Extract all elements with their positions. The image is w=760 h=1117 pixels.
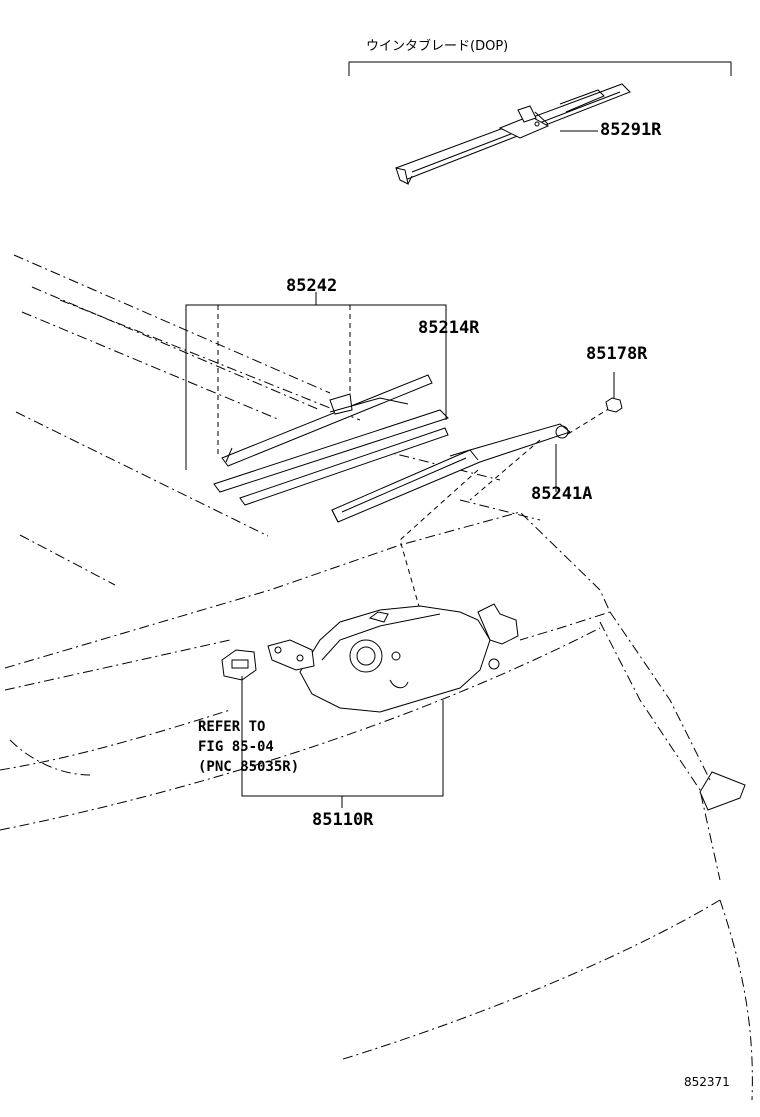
body-line-1 <box>13 254 331 394</box>
body-line-3 <box>21 311 281 421</box>
pillar-line <box>599 621 721 881</box>
winter-blade-85291R <box>395 83 631 185</box>
wiper-motor-85110R <box>267 603 519 713</box>
arm-pivot-dash <box>567 407 611 435</box>
callout-85178R[interactable]: 85178R <box>586 344 648 364</box>
glass-lower-edge <box>4 511 611 669</box>
lower-panel-2 <box>719 899 753 1101</box>
body-curve-1 <box>0 709 231 771</box>
pillar-line-2 <box>609 611 711 781</box>
body-line-5 <box>15 411 269 537</box>
header-bracket <box>348 61 732 76</box>
body-line-8 <box>459 499 541 521</box>
refer-note-line1[interactable]: REFER TO <box>198 719 266 735</box>
body-curve-2 <box>0 627 601 831</box>
callout-85214R[interactable]: 85214R <box>418 318 480 338</box>
callout-85291R[interactable]: 85291R <box>600 120 662 140</box>
callout-85241A[interactable]: 85241A <box>531 484 593 504</box>
corner-mark <box>699 771 746 811</box>
body-curve-3 <box>9 739 91 776</box>
glass-lower-edge-2 <box>4 639 231 691</box>
wiper-arm-85241A <box>331 423 572 523</box>
wiper-blade-85242 <box>213 374 449 506</box>
callout-85110R[interactable]: 85110R <box>312 810 374 830</box>
lower-panel-1 <box>339 899 721 1061</box>
body-line-2 <box>31 286 321 411</box>
refer-note-line2[interactable]: FIG 85-04 <box>198 739 274 755</box>
refer-note-line3[interactable]: (PNC 85035R) <box>198 759 300 775</box>
body-line-6 <box>19 534 116 586</box>
body-line-4 <box>59 299 361 421</box>
figure-id: 852371 <box>684 1075 730 1089</box>
header-label: ウインタブレード(DOP) <box>366 39 509 54</box>
connector-part <box>221 649 257 681</box>
align-dash-2 <box>469 439 541 501</box>
align-dash-1 <box>399 469 479 611</box>
callout-85242[interactable]: 85242 <box>286 276 338 296</box>
nut-85178R <box>605 397 623 413</box>
